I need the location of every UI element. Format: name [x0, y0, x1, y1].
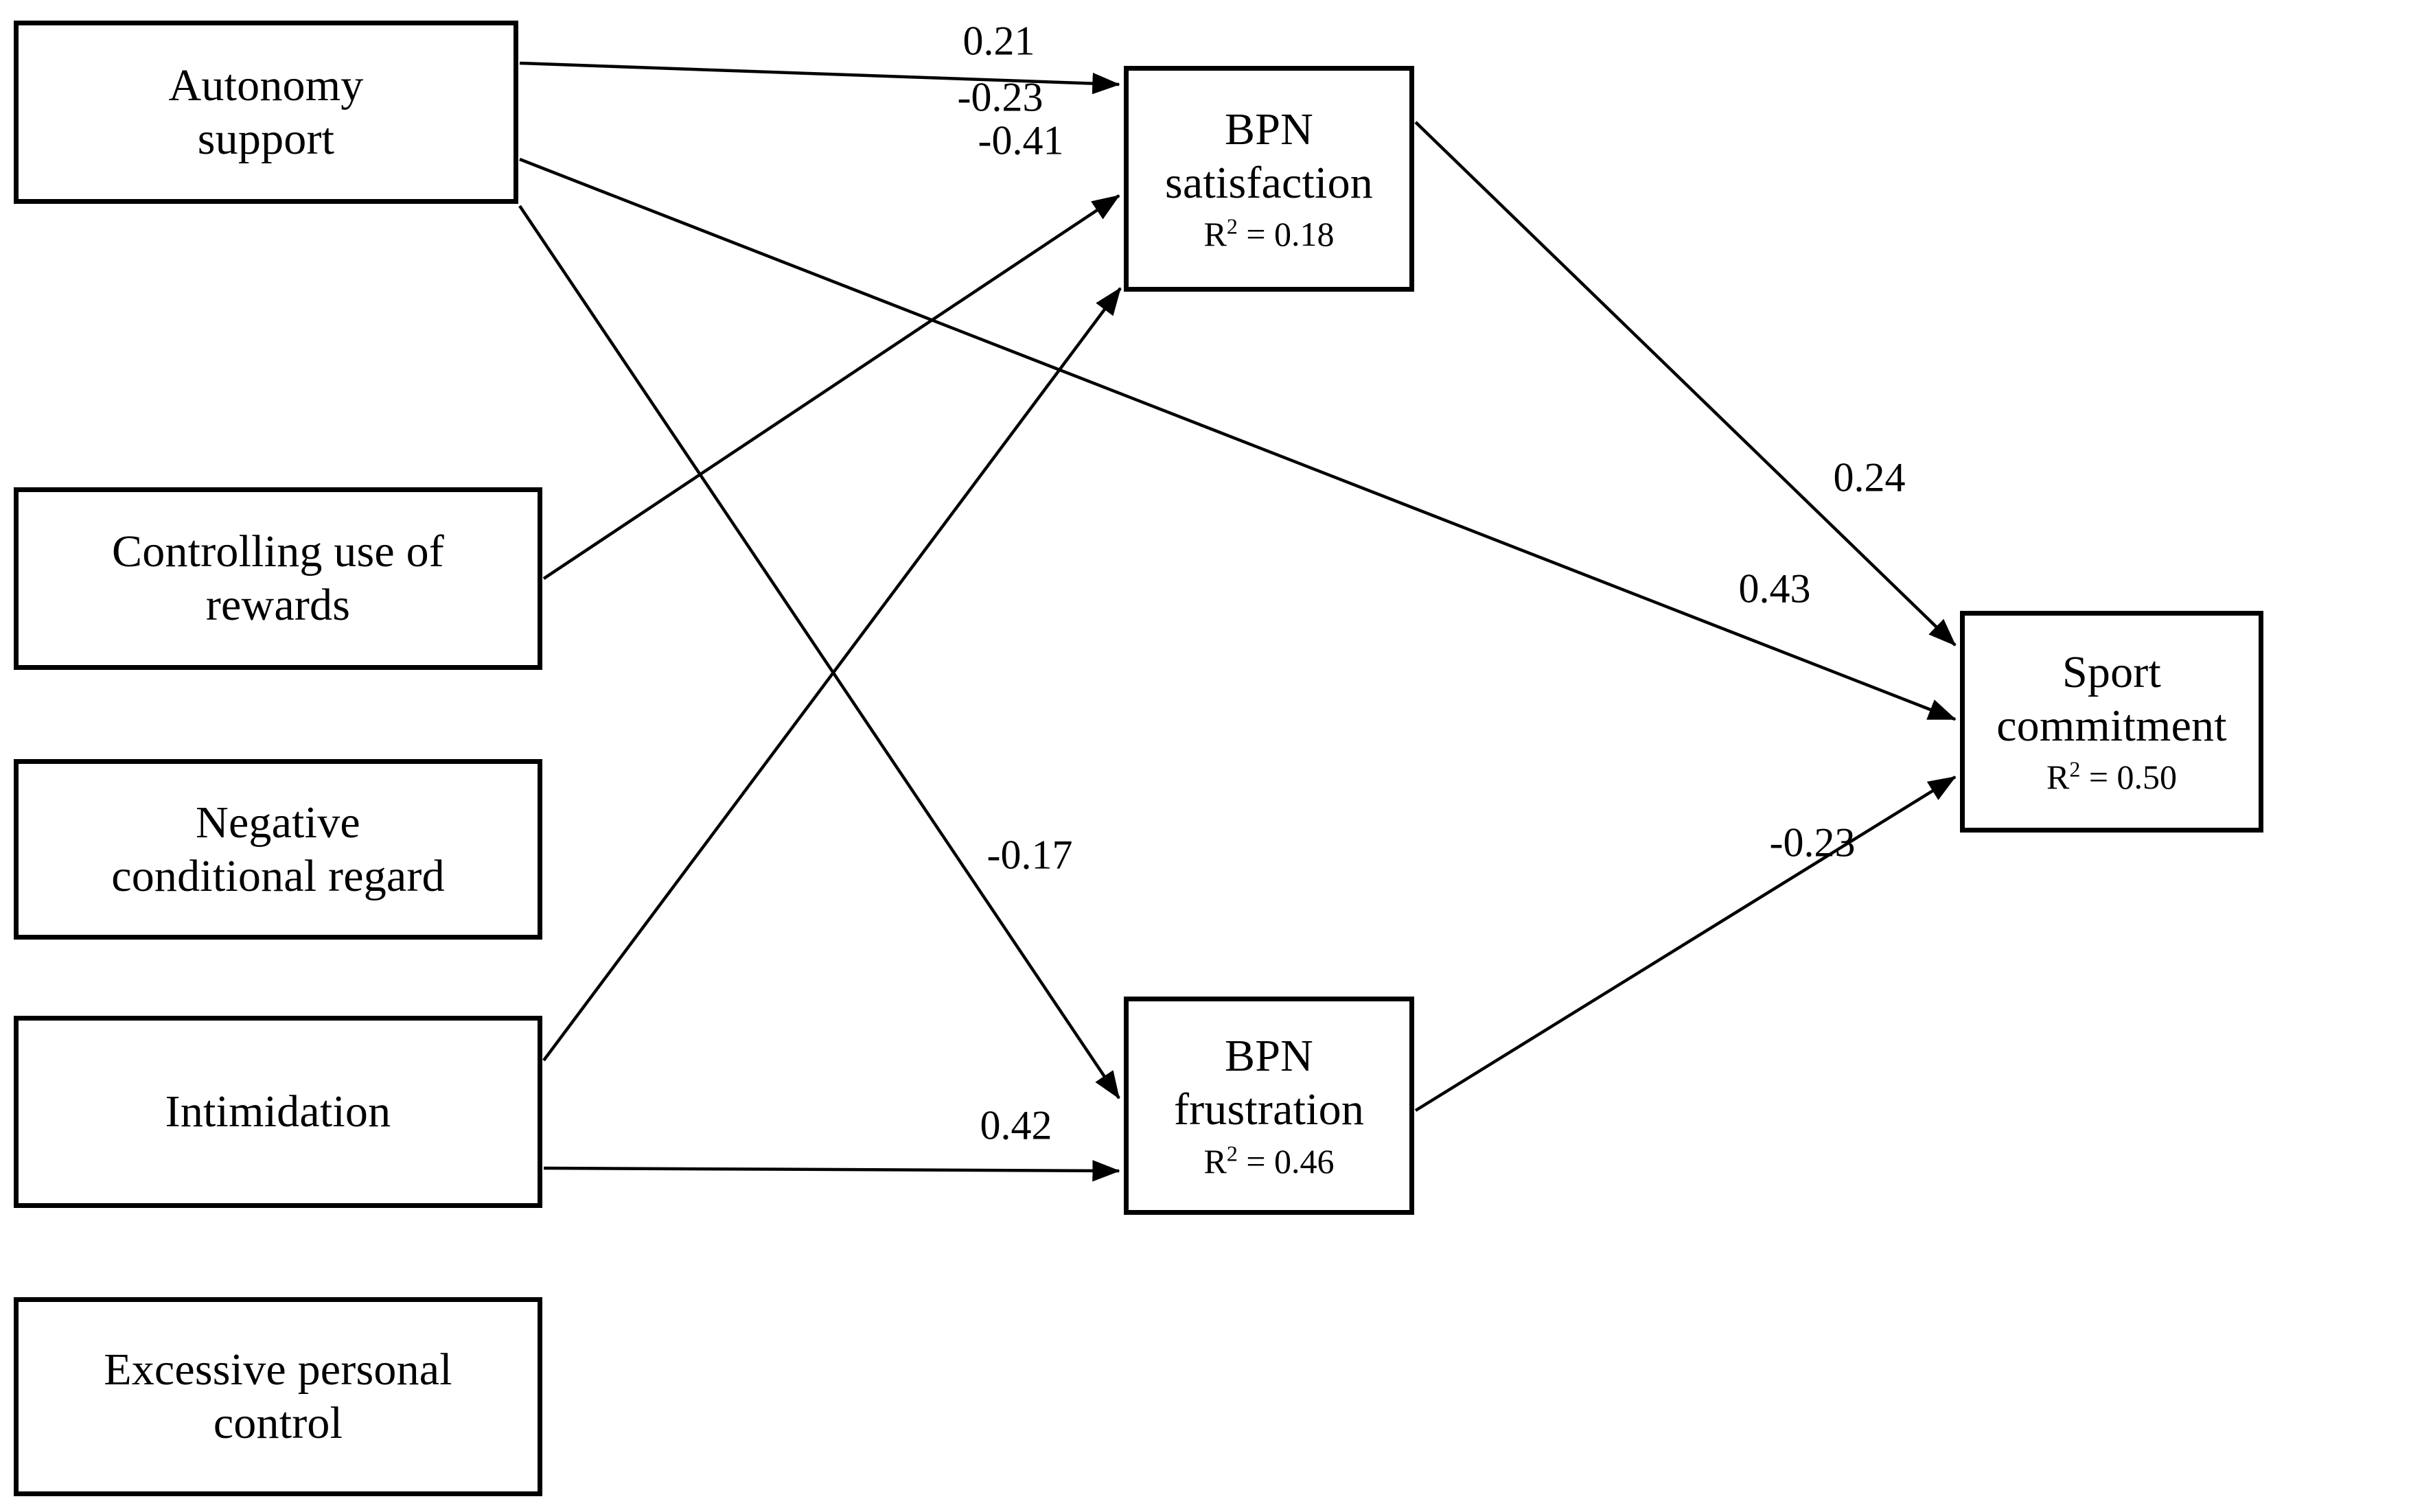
node-label: Sport commitment: [1996, 647, 2227, 751]
node-autonomy-support[interactable]: Autonomy support: [14, 21, 518, 204]
r-squared-exponent: 2: [1226, 1141, 1238, 1166]
r-squared-value: R2 = 0.46: [1203, 1141, 1334, 1182]
node-intimidation[interactable]: Intimidation: [14, 1016, 542, 1208]
r-squared-exponent: 2: [1226, 213, 1238, 239]
r-squared-number: = 0.46: [1246, 1141, 1335, 1180]
coefficient-satisfaction-to-commitment: 0.24: [1833, 454, 1906, 500]
node-label: BPN satisfaction: [1165, 104, 1373, 208]
node-negative-conditional-regard[interactable]: Negative conditional regard: [14, 759, 542, 940]
r-squared-symbol: R: [2046, 758, 2070, 797]
node-label: Controlling use of rewards: [112, 526, 444, 630]
coefficient-intimidation-to-frustration: 0.42: [980, 1102, 1052, 1148]
r-squared-value: R2 = 0.18: [1203, 213, 1334, 255]
r-squared-exponent: 2: [2069, 756, 2081, 782]
r-squared-symbol: R: [1203, 1141, 1227, 1180]
edge-intimidation-to-frustration: [543, 1160, 1120, 1182]
coefficient-autonomy-to-satisfaction: 0.21: [962, 18, 1035, 64]
coefficient-intimidation-to-satisfaction: -0.41: [978, 117, 1064, 163]
edge-rewards-to-satisfaction: [542, 194, 1120, 580]
node-label: Excessive personal control: [104, 1345, 452, 1448]
edge-intimidation-to-satisfaction: [542, 287, 1122, 1062]
r-squared-number: = 0.50: [2088, 758, 2178, 797]
node-label: Intimidation: [165, 1086, 391, 1137]
coefficient-autonomy-to-frustration: -0.17: [987, 832, 1073, 878]
node-label: Negative conditional regard: [111, 797, 445, 901]
edge-autonomy-to-frustration: [518, 205, 1120, 1100]
node-label: Autonomy support: [168, 60, 364, 164]
node-controlling-use-of-rewards[interactable]: Controlling use of rewards: [14, 487, 542, 670]
r-squared-number: = 0.18: [1246, 215, 1335, 254]
coefficient-autonomy-to-commitment: 0.43: [1738, 566, 1811, 612]
node-label: BPN frustration: [1173, 1031, 1365, 1135]
edge-frustration-to-commitment: [1414, 776, 1957, 1112]
node-bpn-frustration[interactable]: BPN frustration R2 = 0.46: [1124, 997, 1414, 1215]
coefficient-rewards-to-satisfaction: -0.23: [957, 74, 1043, 120]
node-sport-commitment[interactable]: Sport commitment R2 = 0.50: [1960, 611, 2263, 833]
edge-autonomy-to-commitment: [519, 157, 1957, 721]
edge-autonomy-to-satisfaction: [519, 61, 1120, 95]
coefficient-frustration-to-commitment: -0.23: [1769, 819, 1856, 865]
node-bpn-satisfaction[interactable]: BPN satisfaction R2 = 0.18: [1124, 66, 1414, 292]
node-excessive-personal-control[interactable]: Excessive personal control: [14, 1297, 542, 1496]
r-squared-symbol: R: [1203, 215, 1227, 254]
edge-satisfaction-to-commitment: [1414, 121, 1957, 647]
r-squared-value: R2 = 0.50: [2046, 756, 2177, 798]
